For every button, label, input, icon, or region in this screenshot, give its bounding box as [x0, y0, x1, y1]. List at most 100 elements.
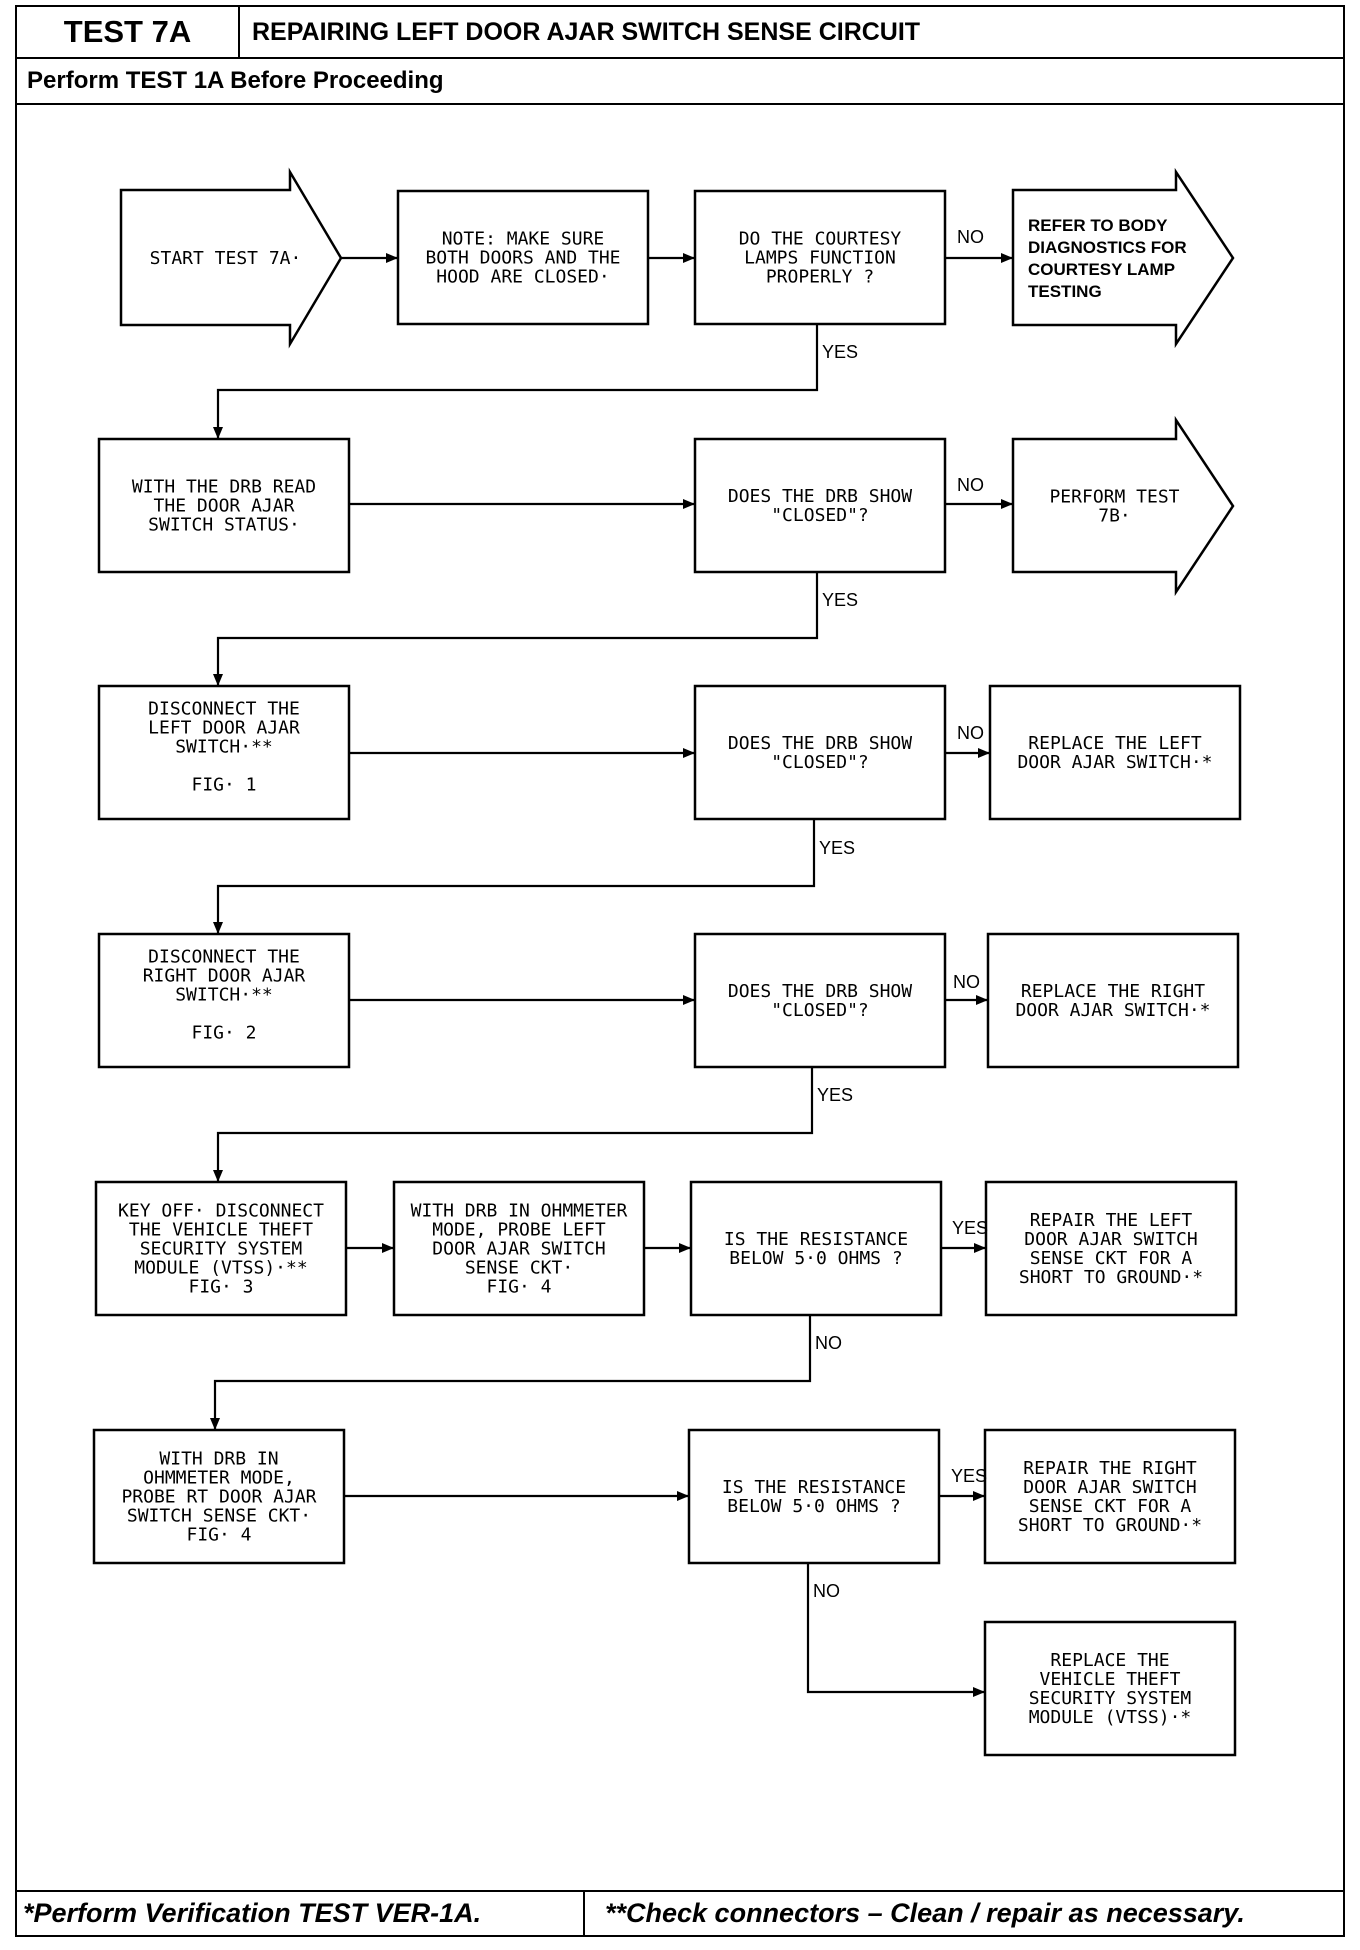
repair-right-line: REPAIR THE RIGHT — [1023, 1458, 1197, 1479]
key-off-line: THE VEHICLE THEFT — [129, 1220, 313, 1241]
no-label: NO — [957, 723, 984, 743]
key-off-line: SECURITY SYSTEM — [140, 1239, 303, 1260]
disc-left-line: FIG· 1 — [191, 775, 256, 796]
q-res-2-line: IS THE RESISTANCE — [722, 1477, 906, 1498]
connector-key-probe — [346, 1243, 394, 1253]
no-label: NO — [957, 475, 984, 495]
key-off-line: KEY OFF· DISCONNECT — [118, 1201, 324, 1222]
q-closed-2-line: "CLOSED"? — [771, 752, 869, 773]
connector-q-yes — [213, 572, 819, 686]
no-label: NO — [957, 227, 984, 247]
probe-left-line: SENSE CKT· — [465, 1258, 573, 1279]
q-lamps-line: DO THE COURTESY — [739, 229, 902, 250]
key-off-line: MODULE (VTSS)·** — [134, 1258, 307, 1279]
probe-right-line: FIG· 4 — [186, 1525, 251, 1546]
yes-label: YES — [951, 1466, 987, 1486]
no-label: NO — [813, 1581, 840, 1601]
prerequisite-note: Perform TEST 1A Before Proceeding — [15, 57, 1345, 105]
yes-label: YES — [817, 1085, 853, 1105]
q-closed-1-box: DOES THE DRB SHOW"CLOSED"? — [693, 437, 947, 574]
q-res-1-line: IS THE RESISTANCE — [724, 1229, 908, 1250]
connector-q-yes — [213, 324, 819, 439]
disc-left-line: DISCONNECT THE — [148, 699, 300, 720]
q-lamps-line: PROPERLY ? — [766, 267, 874, 288]
note-line: BOTH DOORS AND THE — [425, 248, 620, 269]
connector-q-refer — [945, 253, 1013, 263]
refer-body-line: COURTESY LAMP — [1028, 260, 1175, 279]
repair-right-line: DOOR AJAR SWITCH — [1023, 1477, 1196, 1498]
repair-left-line: REPAIR THE LEFT — [1030, 1210, 1193, 1231]
probe-right-line: OHMMETER MODE, — [143, 1468, 295, 1489]
perform-7b-line: 7B· — [1098, 506, 1131, 527]
connector-read-q — [349, 499, 695, 509]
probe-right-line: WITH DRB IN — [159, 1449, 278, 1470]
repair-left-line: DOOR AJAR SWITCH — [1024, 1229, 1197, 1250]
yes-label: YES — [952, 1218, 988, 1238]
disc-left-line: LEFT DOOR AJAR — [148, 718, 300, 739]
start-arrow: START TEST 7A· — [119, 167, 343, 349]
probe-left-line: FIG· 4 — [486, 1277, 551, 1298]
refer-body-arrow: REFER TO BODY DIAGNOSTICS FOR COURTESY LAM… — [1011, 167, 1235, 349]
footnote-verification: *Perform Verification TEST VER-1A. — [15, 1890, 585, 1937]
refer-body-line: REFER TO BODY — [1028, 216, 1168, 235]
q-res-1-line: BELOW 5·0 OHMS ? — [729, 1248, 902, 1269]
connector-q-yes — [213, 819, 816, 934]
disc-right-line: FIG· 2 — [191, 1023, 256, 1044]
replace-right-line: REPLACE THE RIGHT — [1021, 981, 1205, 1002]
yes-label: YES — [819, 838, 855, 858]
repair-left-line: SHORT TO GROUND·* — [1019, 1267, 1203, 1288]
connector-q-replace — [945, 995, 988, 1005]
connector-note-q — [648, 253, 695, 263]
connector-q-no — [806, 1563, 985, 1697]
read-status-line: THE DOOR AJAR — [154, 496, 295, 517]
repair-right-line: SHORT TO GROUND·* — [1018, 1515, 1202, 1536]
yes-label: YES — [822, 342, 858, 362]
replace-right-line: DOOR AJAR SWITCH·* — [1015, 1000, 1210, 1021]
connector-q-replace — [945, 748, 990, 758]
replace-vtss-line: SECURITY SYSTEM — [1029, 1688, 1192, 1709]
q-closed-1-line: "CLOSED"? — [771, 505, 869, 526]
connector-q-yes — [213, 1067, 814, 1182]
connector-q-repair — [941, 1243, 986, 1253]
yes-label: YES — [822, 590, 858, 610]
connector-disc-q — [349, 748, 695, 758]
disc-right-line: DISCONNECT THE — [148, 947, 300, 968]
repair-left-line: SENSE CKT FOR A — [1030, 1248, 1193, 1269]
connector-probe-q — [644, 1243, 691, 1253]
repair-right-line: SENSE CKT FOR A — [1029, 1496, 1192, 1517]
q-closed-3-box: DOES THE DRB SHOW"CLOSED"? — [693, 932, 947, 1069]
probe-left-line: WITH DRB IN OHMMETER — [411, 1201, 628, 1222]
no-label: NO — [953, 972, 980, 992]
connector-q-no — [210, 1315, 812, 1430]
read-status-line: SWITCH STATUS· — [148, 515, 300, 536]
connector-probe-q — [344, 1491, 689, 1501]
refer-body-line: DIAGNOSTICS FOR — [1028, 238, 1187, 257]
connector-start-note — [341, 253, 398, 263]
no-label: NO — [815, 1333, 842, 1353]
read-status-line: WITH THE DRB READ — [132, 477, 316, 498]
replace-left-line: DOOR AJAR SWITCH·* — [1017, 752, 1212, 773]
q-closed-2-line: DOES THE DRB SHOW — [728, 733, 912, 754]
key-off-line: FIG· 3 — [188, 1277, 253, 1298]
q-closed-1-line: DOES THE DRB SHOW — [728, 486, 912, 507]
footnote-connectors: **Check connectors – Clean / repair as n… — [583, 1890, 1345, 1937]
probe-right-line: SWITCH SENSE CKT· — [127, 1506, 311, 1527]
q-closed-3-line: DOES THE DRB SHOW — [728, 981, 912, 1002]
start-line: START TEST 7A· — [150, 248, 302, 269]
connector-q-7b — [945, 499, 1013, 509]
note-line: NOTE: MAKE SURE — [442, 229, 605, 250]
